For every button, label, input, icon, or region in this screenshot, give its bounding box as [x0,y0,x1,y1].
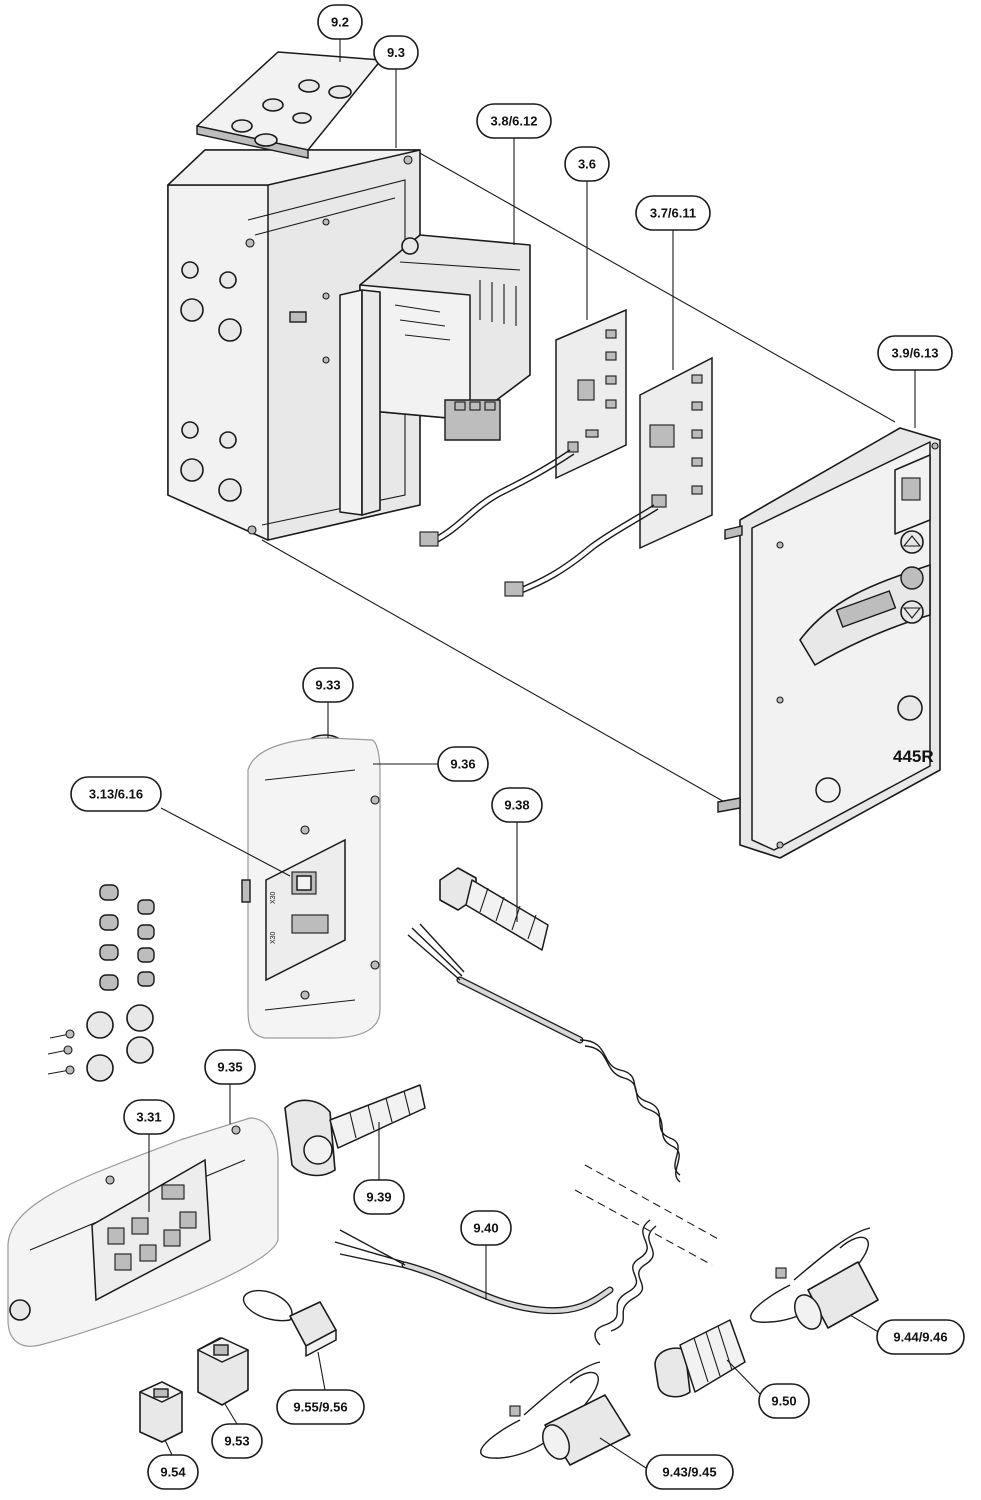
svg-text:9.36: 9.36 [450,757,475,772]
svg-text:9.55/9.56: 9.55/9.56 [293,1400,347,1415]
callout-9-3: 9.3 [373,35,419,70]
svg-text:3.6: 3.6 [578,157,596,172]
sleeve-gland [654,1319,746,1398]
svg-text:9.38: 9.38 [504,798,529,813]
receptacle-cable-upper [750,1227,879,1330]
svg-text:3.31: 3.31 [136,1110,161,1125]
callout-9-54: 9.54 [147,1454,199,1490]
svg-text:9.3: 9.3 [387,45,405,60]
svg-text:9.33: 9.33 [315,678,340,693]
knockout-holes [180,261,242,502]
connecting-cable [334,1229,614,1315]
svg-text:3.8/6.12: 3.8/6.12 [491,114,538,129]
cable-gland-plate [196,51,382,159]
callout-3-9: 3.9/6.13 [877,335,953,371]
svg-text:9.40: 9.40 [473,1221,498,1236]
callout-3-8: 3.8/6.12 [476,103,552,139]
callout-9-40: 9.40 [460,1210,512,1246]
svg-text:9.44/9.46: 9.44/9.46 [893,1330,947,1345]
callout-3-7: 3.7/6.11 [635,195,711,231]
board-label-x30-top: X30 [270,891,277,904]
cable-gland-clip [284,1084,426,1177]
control-board-a [419,308,627,547]
svg-text:9.2: 9.2 [331,15,349,30]
power-supply-module [339,234,531,516]
callout-leaders [148,39,916,1469]
callout-9-55: 9.55/9.56 [276,1389,365,1425]
callout-9-36: 9.36 [437,746,489,782]
cable-gland-nut [439,867,549,951]
svg-text:3.13/6.16: 3.13/6.16 [89,787,143,802]
callout-9-44: 9.44/9.46 [876,1319,965,1355]
svg-text:9.43/9.45: 9.43/9.45 [662,1465,716,1480]
coiled-cable [407,923,721,1346]
small-parts-kit [47,884,155,1082]
device-model-label: 445R [893,747,934,766]
callout-9-35: 9.35 [204,1049,256,1085]
svg-text:9.39: 9.39 [366,1190,391,1205]
socket-housing-box: X30 X30 [241,734,381,1039]
front-cover-445r: 445R [717,427,941,859]
svg-text:9.35: 9.35 [217,1060,242,1075]
callout-3-13: 3.13/6.16 [70,776,162,812]
callout-9-53: 9.53 [211,1423,263,1459]
receptacle-cable-lower [480,1361,631,1466]
callout-9-38: 9.38 [491,787,543,823]
distribution-housing [7,1117,279,1347]
control-board-b [504,356,713,597]
svg-text:9.53: 9.53 [224,1434,249,1449]
callout-3-6: 3.6 [564,146,610,182]
rj-plug-loop [242,1289,337,1357]
svg-text:3.9/6.13: 3.9/6.13 [892,346,939,361]
board-label-x30-bottom: X30 [270,931,277,944]
svg-text:9.50: 9.50 [771,1394,796,1409]
coupler-adapter [197,1337,249,1406]
callout-3-31: 3.31 [123,1099,175,1135]
callout-9-39: 9.39 [353,1179,405,1215]
svg-text:3.7/6.11: 3.7/6.11 [650,206,696,221]
svg-text:9.54: 9.54 [160,1465,186,1480]
callout-9-2: 9.2 [317,4,363,40]
assembly-guide-lines [261,151,896,809]
callout-9-43: 9.43/9.45 [645,1454,734,1490]
callout-9-50: 9.50 [758,1383,810,1419]
coupler-cap [139,1381,183,1443]
callout-9-33: 9.33 [302,667,354,703]
